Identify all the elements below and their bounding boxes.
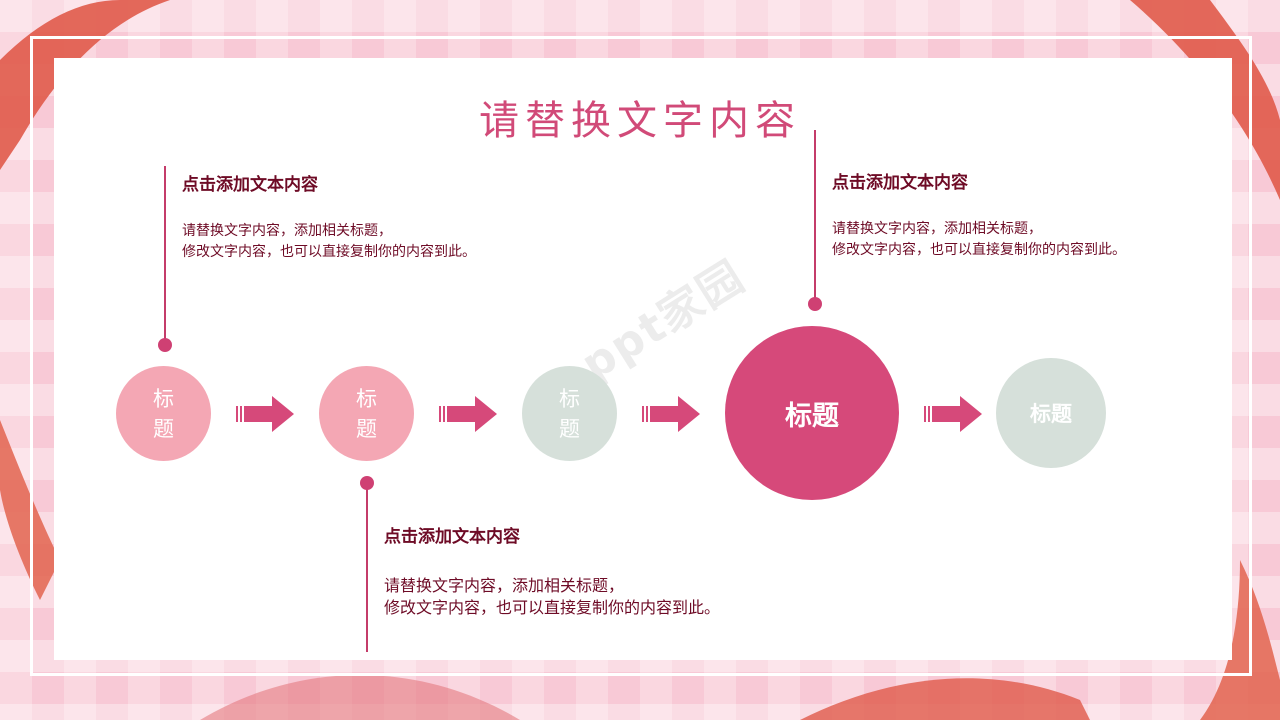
block-line: 修改文字内容，也可以直接复制你的内容到此。 bbox=[384, 598, 721, 617]
arrow-right-icon bbox=[642, 396, 700, 432]
connector-line-1 bbox=[164, 166, 166, 344]
step-label: 题 bbox=[356, 416, 377, 441]
step-circle-1: 标 题 bbox=[116, 366, 211, 461]
step-circle-2: 标 题 bbox=[319, 366, 414, 461]
block-heading: 点击添加文本内容 bbox=[182, 175, 318, 195]
block-line: 请替换文字内容，添加相关标题， bbox=[182, 223, 392, 239]
step-circle-4: 标题 bbox=[725, 326, 899, 500]
outer-frame bbox=[30, 36, 1252, 676]
step-label: 标题 bbox=[1030, 402, 1072, 426]
arrow-right-icon bbox=[924, 396, 982, 432]
text-block-2: 点击添加文本内容 请替换文字内容，添加相关标题， 修改文字内容，也可以直接复制你… bbox=[384, 522, 720, 619]
block-line: 请替换文字内容，添加相关标题， bbox=[384, 576, 625, 595]
connector-line-2 bbox=[366, 484, 368, 652]
step-label: 标题 bbox=[785, 400, 839, 432]
block-line: 修改文字内容，也可以直接复制你的内容到此。 bbox=[182, 244, 476, 260]
connector-dot-1 bbox=[158, 338, 172, 352]
step-circle-3: 标 题 bbox=[522, 366, 617, 461]
step-label: 标 bbox=[356, 386, 377, 411]
text-block-3: 点击添加文本内容 请替换文字内容，添加相关标题， 修改文字内容，也可以直接复制你… bbox=[832, 168, 1126, 261]
text-block-1: 点击添加文本内容 请替换文字内容，添加相关标题， 修改文字内容，也可以直接复制你… bbox=[182, 170, 476, 263]
arrow-right-icon bbox=[236, 396, 294, 432]
block-line: 请替换文字内容，添加相关标题， bbox=[832, 221, 1042, 237]
block-heading: 点击添加文本内容 bbox=[832, 173, 968, 193]
block-line: 修改文字内容，也可以直接复制你的内容到此。 bbox=[832, 242, 1126, 258]
connector-dot-2 bbox=[360, 476, 374, 490]
arrow-right-icon bbox=[439, 396, 497, 432]
connector-dot-3 bbox=[808, 297, 822, 311]
step-label: 题 bbox=[153, 416, 174, 441]
step-label: 标 bbox=[559, 386, 580, 411]
step-label: 题 bbox=[559, 416, 580, 441]
step-label: 标 bbox=[153, 386, 174, 411]
block-heading: 点击添加文本内容 bbox=[384, 527, 520, 547]
page-title: 请替换文字内容 bbox=[479, 98, 801, 144]
connector-line-3 bbox=[814, 130, 816, 302]
step-circle-5: 标题 bbox=[996, 358, 1106, 468]
